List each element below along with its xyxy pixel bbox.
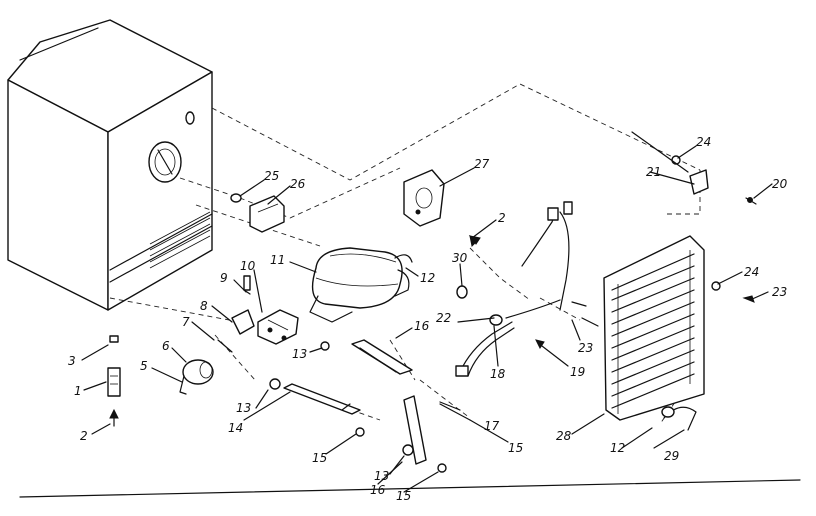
part-callouts: 3 1 2 5 6 7 8 9 10 11 12 16 13 13 14 15 … xyxy=(68,135,788,503)
callout-30: 30 xyxy=(452,251,468,265)
callout-19: 18 xyxy=(490,367,506,381)
callout-16: 16 xyxy=(370,483,386,497)
callout-11: 11 xyxy=(270,253,285,267)
callout-23-right: 23 xyxy=(772,285,787,299)
callout-27: 27 xyxy=(474,157,490,171)
callout-2: 2 xyxy=(80,429,88,443)
callout-6: 6 xyxy=(162,339,170,353)
callout-1: 1 xyxy=(74,384,82,398)
callout-23: 23 xyxy=(578,341,593,355)
compressor xyxy=(309,247,413,323)
callout-15: 15 xyxy=(312,451,327,465)
callout-13-bottom: 13 xyxy=(374,469,389,483)
callout-12: 12 xyxy=(420,271,435,285)
callout-24-right: 24 xyxy=(744,265,759,279)
base-rails xyxy=(269,339,461,473)
callout-12-right: 12 xyxy=(610,441,625,455)
callout-9: 9 xyxy=(220,271,228,285)
page-baseline xyxy=(19,479,801,498)
callout-20-right: 20 xyxy=(772,177,788,191)
callout-8: 8 xyxy=(200,299,208,313)
callout-3: 3 xyxy=(68,354,76,368)
callout-20: 19 xyxy=(570,365,585,379)
mounting-bracket xyxy=(230,169,445,233)
callout-21: 21 xyxy=(646,165,661,179)
callout-26: 26 xyxy=(290,177,306,191)
leveling-leg xyxy=(107,335,121,427)
condenser-coil xyxy=(603,235,705,431)
callout-24: 24 xyxy=(696,135,711,149)
leader-lines xyxy=(81,131,773,493)
callout-2-right: 2 xyxy=(498,211,506,225)
callout-15-right: 15 xyxy=(508,441,523,455)
callout-18: 17 xyxy=(484,419,500,433)
callout-13: 13 xyxy=(292,347,307,361)
callout-13-lower: 13 xyxy=(236,401,251,415)
callout-10: 10 xyxy=(240,259,256,273)
callout-29: 29 xyxy=(664,449,679,463)
callout-7: 7 xyxy=(182,315,190,329)
callout-5: 5 xyxy=(140,359,148,373)
callout-22: 22 xyxy=(436,311,451,325)
drier-and-tubing xyxy=(455,201,573,377)
callout-14: 14 xyxy=(228,421,243,435)
callout-25: 25 xyxy=(264,169,279,183)
capacitor xyxy=(179,339,233,395)
callout-15-bottom: 15 xyxy=(396,489,411,503)
callout-17: 16 xyxy=(414,319,430,333)
callout-28: 28 xyxy=(556,429,572,443)
cabinet-housing xyxy=(7,19,213,311)
relay-assembly xyxy=(231,275,299,345)
